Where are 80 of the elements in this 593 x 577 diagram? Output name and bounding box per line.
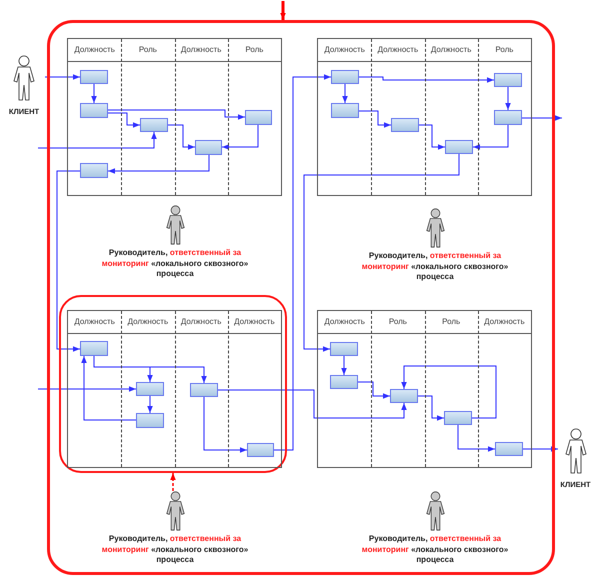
arrow	[168, 124, 196, 150]
process-step-box	[331, 70, 359, 84]
arrow	[147, 396, 153, 414]
process-step-box	[330, 375, 358, 389]
process-step-box	[494, 73, 522, 87]
person-label: Руководитель, ответственный за мониторинг «локального сквозного» процесса	[100, 248, 250, 280]
arrow	[44, 74, 80, 80]
person-label: Руководитель, ответственный за мониторинг «локального сквозного» процесса	[100, 534, 250, 566]
arrow	[505, 86, 511, 110]
arrow	[91, 84, 97, 104]
arrow	[108, 154, 210, 174]
arrow	[170, 473, 176, 491]
process-step-box	[330, 342, 358, 356]
process-step-box	[80, 70, 108, 84]
column-header: Должность	[180, 316, 222, 328]
process-step-box	[391, 118, 419, 132]
arrow	[401, 366, 496, 418]
arrow	[94, 356, 207, 384]
swimlane-table	[317, 310, 532, 468]
process-step-box	[190, 383, 218, 397]
process-step-box	[445, 140, 473, 154]
swimlane-table	[317, 38, 532, 196]
arrow	[522, 446, 558, 452]
process-step-box	[331, 103, 359, 118]
process-step-box	[195, 140, 222, 155]
arrow	[108, 110, 246, 120]
process-step-box	[136, 382, 164, 396]
swimlane-table	[67, 310, 282, 468]
arrow	[358, 382, 390, 399]
column-header: Роль	[441, 316, 462, 328]
arrow	[222, 124, 258, 150]
process-step-box	[494, 110, 522, 125]
arrow	[108, 112, 140, 128]
column-header: Роль	[244, 44, 264, 56]
process-step-box	[140, 118, 168, 132]
arrow	[522, 115, 562, 121]
arrow	[274, 74, 332, 450]
arrow	[472, 124, 508, 150]
arrow	[342, 84, 348, 104]
process-step-box	[444, 411, 472, 425]
column-header: Роль	[138, 44, 158, 56]
column-header: Должность	[73, 44, 116, 56]
process-step-box	[245, 110, 272, 125]
arrow	[358, 76, 494, 83]
column-header: Должность	[376, 44, 420, 56]
column-header: Должность	[180, 44, 222, 56]
person-label: Руководитель, ответственный за мониторинг «локального сквозного» процесса	[360, 534, 510, 566]
highlight-frame	[59, 295, 287, 473]
arrow	[418, 396, 444, 421]
arrow	[458, 424, 496, 452]
column-header: Должность	[126, 316, 170, 328]
arrow	[38, 132, 157, 148]
column-header: Должность	[233, 316, 276, 328]
arrow	[418, 124, 446, 150]
process-step-box	[80, 103, 108, 118]
column-header: Должность	[323, 44, 366, 56]
arrow	[56, 170, 80, 352]
arrow	[280, 1, 286, 20]
process-step-box	[80, 163, 108, 178]
person-label: Руководитель, ответственный за мониторинг «локального сквозного» процесса	[360, 251, 510, 282]
arrow	[218, 390, 407, 418]
column-header: Должность	[73, 316, 116, 328]
arrow	[81, 356, 136, 420]
process-step-box	[136, 413, 164, 428]
arrow	[38, 386, 136, 392]
column-header: Должность	[323, 316, 366, 328]
arrow	[358, 110, 392, 128]
column-header: Роль	[494, 44, 514, 56]
arrow	[204, 396, 248, 453]
swimlane-table	[67, 38, 282, 196]
arrow	[341, 356, 347, 376]
column-header: Роль	[388, 316, 408, 328]
column-header: Должность	[430, 44, 472, 56]
arrow	[304, 154, 460, 352]
boundary-frame	[47, 20, 555, 575]
process-step-box	[247, 443, 274, 457]
column-header: Должность	[483, 316, 526, 328]
process-step-box	[390, 389, 418, 403]
process-step-box	[495, 442, 523, 456]
process-step-box	[80, 341, 108, 356]
